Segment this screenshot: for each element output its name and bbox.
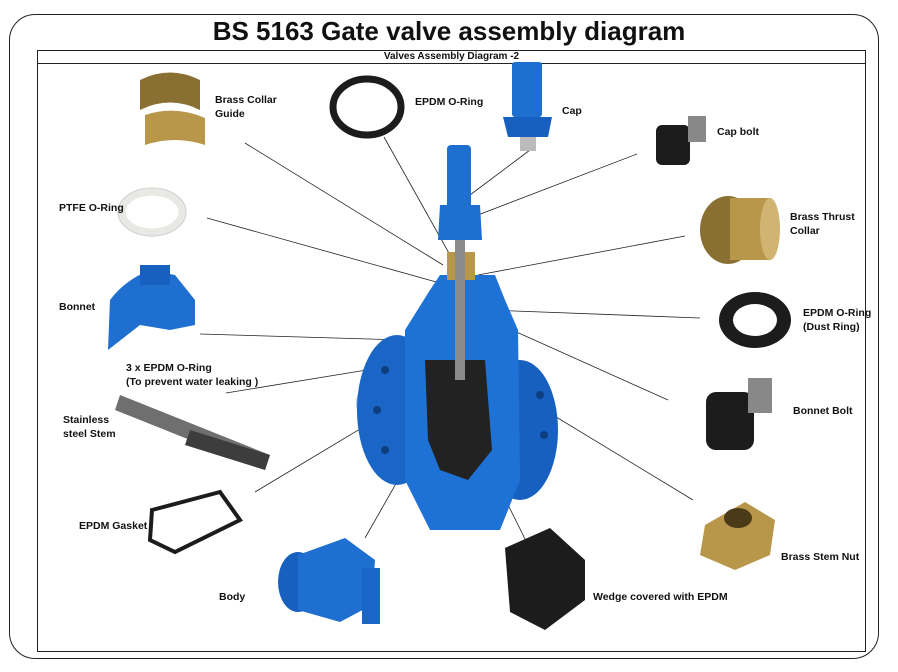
label-epdm-oring: EPDM O-Ring (415, 96, 484, 108)
cap-bolt-image (656, 116, 706, 165)
cap-image (503, 62, 552, 151)
label-epdm-oring-dust: EPDM O-Ring(Dust Ring) (803, 307, 872, 333)
leader-bonnet (199, 333, 403, 341)
label-wedge: Wedge covered with EPDM (593, 591, 728, 603)
label-bonnet-bolt: Bonnet Bolt (793, 405, 853, 417)
leader-ptfe-oring (206, 217, 448, 286)
stainless-stem-image (115, 395, 270, 470)
leader-cap-bolt (477, 153, 638, 216)
leader-dust-ring (487, 309, 701, 319)
epdm-gasket-image (147, 489, 243, 555)
label-epdm-gasket: EPDM Gasket (79, 520, 148, 532)
body-image (278, 538, 380, 624)
subtitle-divider (37, 63, 866, 64)
leader-bonnet-bolt (502, 325, 669, 401)
leader-brass-thrust-collar (477, 235, 686, 276)
brass-thrust-collar-image (700, 196, 780, 264)
diagram-panel (37, 50, 866, 652)
label-brass-stem-nut: Brass Stem Nut (781, 551, 860, 563)
label-body: Body (219, 591, 246, 603)
top-cap (438, 205, 482, 240)
bonnet-bolt-image (706, 378, 772, 450)
label-cap: Cap (562, 105, 582, 117)
epdm-oring-image (329, 75, 405, 139)
wedge-image (505, 528, 585, 630)
outer-frame (9, 14, 879, 659)
ptfe-oring-image (118, 188, 186, 236)
page-title: BS 5163 Gate valve assembly diagram (212, 16, 686, 46)
brass-stem-nut-image (700, 502, 775, 570)
label-cap-bolt: Cap bolt (717, 126, 759, 138)
stem-cutaway (455, 240, 465, 380)
brass-collar-guide-image (140, 72, 205, 145)
leader-cap (469, 149, 531, 196)
label-bonnet: Bonnet (59, 301, 96, 313)
epdm-dust-ring-image (719, 292, 791, 348)
assembled-valve (356, 145, 558, 530)
label-three-epdm-oring: 3 x EPDM O-Ring(To prevent water leaking… (126, 362, 259, 388)
wedge-cutaway (425, 360, 492, 480)
label-ptfe-oring: PTFE O-Ring (59, 202, 124, 214)
diagram-subtitle: Valves Assembly Diagram -2 (383, 51, 520, 62)
cap-head (447, 145, 471, 210)
bonnet-image (108, 265, 195, 350)
leader-brass-collar-guide (244, 142, 444, 266)
